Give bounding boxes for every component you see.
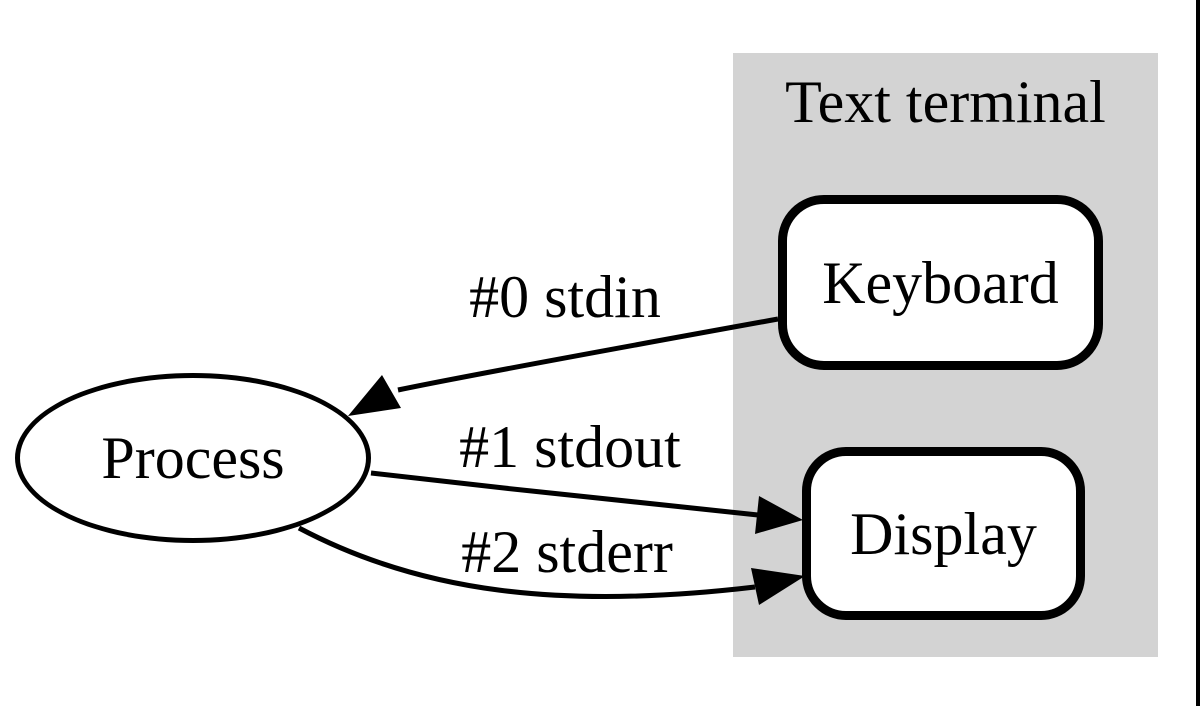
display-node: Display [802,447,1085,620]
stdin-edge-label: #0 stdin [469,264,661,330]
stderr-arrowhead-icon [751,568,805,605]
stdin-arrowhead-icon [348,375,401,416]
stdout-arrowhead-icon [755,496,803,534]
stdout-edge-line [370,470,759,518]
keyboard-node-label: Keyboard [822,249,1059,316]
stderr-edge-label: #2 stderr [461,519,673,585]
display-node-label: Display [850,500,1037,567]
stdout-edge-label: #1 stdout [459,414,681,480]
frame-right-border [1196,0,1200,706]
stdin-edge-line [397,316,779,393]
stderr-edge-line [297,525,756,600]
keyboard-node: Keyboard [778,195,1103,370]
process-node: Process [15,373,371,543]
terminal-group-label: Text terminal [785,69,1106,135]
process-node-label: Process [101,425,285,491]
